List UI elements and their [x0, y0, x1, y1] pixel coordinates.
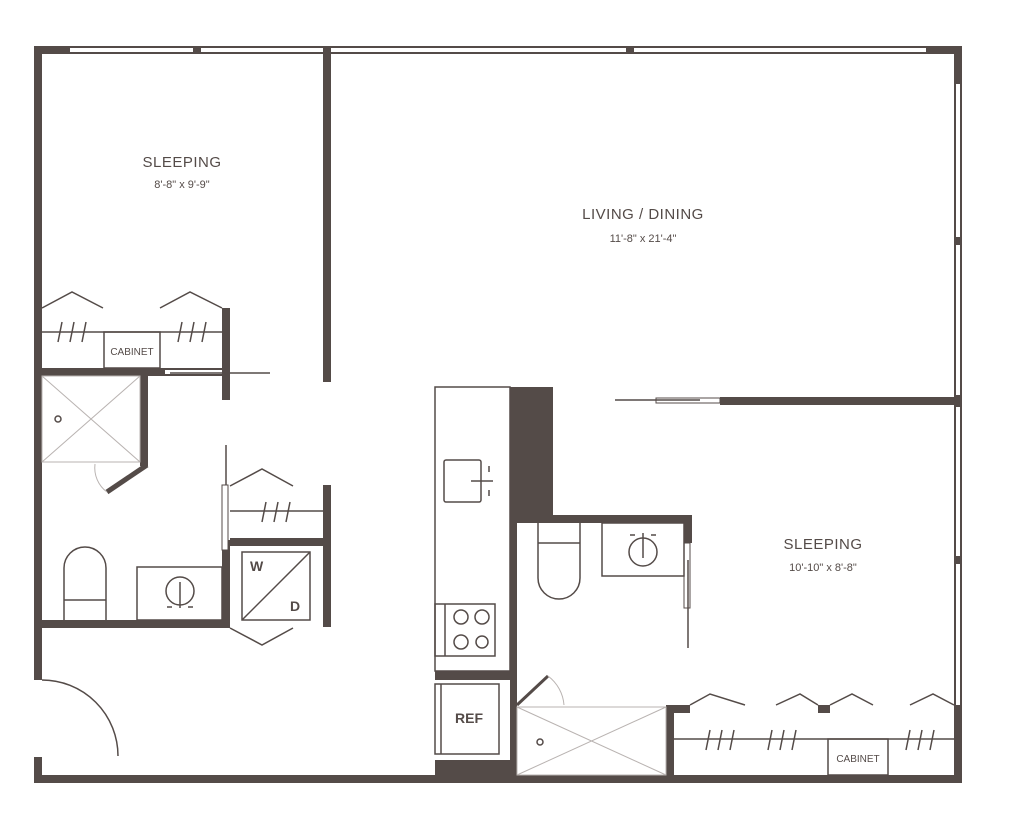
closet-slider — [165, 370, 222, 374]
stove-icon — [434, 603, 496, 657]
kitchen: REF — [434, 386, 511, 755]
bath-left — [41, 375, 223, 621]
entry-door-swing — [41, 679, 119, 757]
ref-label: REF — [455, 710, 483, 726]
room-name-sleeping-1: SLEEPING — [142, 154, 221, 171]
cabinet-label: CABINET — [110, 347, 153, 358]
vanity — [601, 522, 685, 577]
toilet-icon — [63, 546, 107, 620]
room-size-sleeping-2: 10'-10" x 8'-8" — [789, 562, 857, 574]
shower-drain-icon — [54, 415, 62, 423]
washer-label: W — [250, 558, 264, 574]
room-name-sleeping-2: SLEEPING — [783, 536, 862, 553]
refrigerator — [434, 683, 500, 755]
interior-walls — [42, 46, 962, 775]
vanity — [136, 566, 223, 621]
shower-drain-icon — [536, 738, 544, 746]
room-size-sleeping-1: 8'-8" x 9'-9" — [154, 179, 210, 191]
toilet-icon — [537, 523, 581, 600]
bath-right — [516, 522, 685, 776]
dryer-label: D — [290, 598, 300, 614]
cabinet-label: CABINET — [836, 754, 879, 765]
room-labels: SLEEPING 8'-8" x 9'-9" LIVING / DINING 1… — [142, 154, 862, 574]
room-size-living-dining: 11'-8" x 21'-4" — [610, 233, 677, 245]
closet-upper-left: CABINET — [41, 291, 223, 369]
laundry-closet: W D — [229, 468, 323, 646]
closet-lower-right: CABINET — [674, 693, 955, 776]
exterior-walls — [34, 46, 962, 783]
room-name-living-dining: LIVING / DINING — [582, 206, 704, 223]
